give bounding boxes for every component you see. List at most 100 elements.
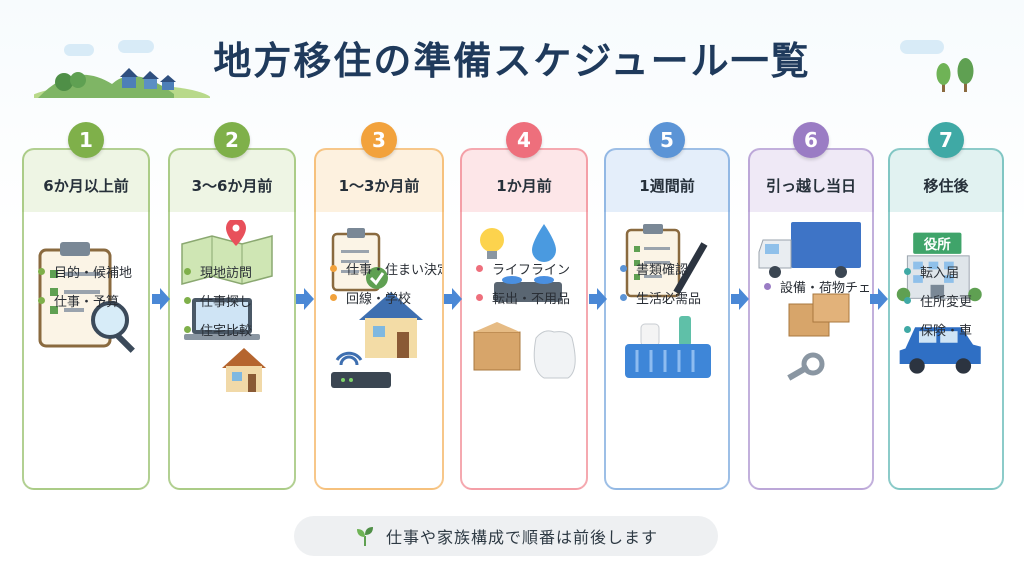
clipboard-house-router-icon — [331, 228, 423, 388]
truck-boxes-key-icon — [758, 222, 861, 381]
step-period: 1〜3か月前 — [338, 176, 420, 195]
step-illustration — [462, 220, 586, 395]
step-task-text: ライフライン — [492, 263, 571, 278]
step-task-text: 書類確認 — [636, 263, 689, 278]
bullet-dot-icon — [764, 283, 771, 290]
step-card: 1〜3か月前 仕事・住まい決定回線・学校 — [314, 148, 444, 490]
step-task-text: 住所変更 — [920, 295, 973, 310]
step-task-list: 仕事・住まい決定回線・学校 — [330, 254, 442, 312]
step-task-list: 転入届住所変更保険・車 — [904, 257, 994, 344]
step-period: 3〜6か月前 — [191, 176, 273, 195]
sprout-icon — [356, 527, 373, 546]
step-number-badge: 4 — [506, 122, 542, 158]
next-step-arrow-icon — [589, 288, 607, 310]
lifeline-icons — [473, 224, 576, 379]
step-card: 1か月前 ライフライン転出・不用品 — [460, 148, 588, 490]
step-number-badge: 1 — [68, 122, 104, 158]
next-step-arrow-icon — [870, 288, 888, 310]
next-step-arrow-icon — [444, 288, 462, 310]
trees-icon — [936, 58, 974, 92]
step-period: 1週間前 — [639, 176, 695, 195]
step-task-text: 目的・候補地 — [54, 266, 133, 281]
step-task: 仕事・予算 — [38, 286, 140, 315]
step-task: ライフライン — [476, 254, 578, 283]
bullet-dot-icon — [38, 297, 45, 304]
step-task-text: 仕事探し — [200, 295, 253, 310]
step-task-text: 設備・荷物チェック — [780, 281, 872, 296]
step-card: 1週間前 書類確認生活必需品 — [604, 148, 730, 490]
step-card: 移住後 役所 転入届住所変更保険・車 — [888, 148, 1004, 490]
step-task: 転出・不用品 — [476, 283, 578, 312]
step-task: 住所変更 — [904, 286, 994, 315]
bullet-dot-icon — [184, 297, 191, 304]
step-task-text: 生活必需品 — [636, 292, 702, 307]
bullet-dot-icon — [330, 294, 337, 301]
step-task: 回線・学校 — [330, 283, 434, 312]
bullet-dot-icon — [476, 294, 483, 301]
step-task-list: 設備・荷物チェック — [764, 272, 872, 301]
step-number-badge: 2 — [214, 122, 250, 158]
footer-note: 仕事や家族構成で順番は前後します — [294, 516, 718, 556]
step-task-text: 転入届 — [920, 266, 960, 281]
cloud-icon — [64, 44, 94, 56]
page-title: 地方移住の準備スケジュール一覧 — [213, 39, 811, 83]
bullet-dot-icon — [904, 326, 911, 333]
step-card: 6か月以上前 目的・候補地仕事・予算 — [22, 148, 150, 490]
bullet-dot-icon — [620, 265, 627, 272]
bullet-dot-icon — [620, 294, 627, 301]
footer-text: 仕事や家族構成で順番は前後します — [385, 528, 658, 547]
bullet-dot-icon — [904, 268, 911, 275]
step-period: 移住後 — [923, 176, 969, 195]
step-task: 住宅比較 — [184, 315, 286, 344]
step-task-text: 仕事・住まい決定 — [346, 263, 444, 278]
step-illustration — [750, 220, 872, 395]
bullet-dot-icon — [904, 297, 911, 304]
map-laptop-house-icon — [181, 220, 273, 392]
step-number-badge: 3 — [361, 122, 397, 158]
step-task-text: 仕事・予算 — [54, 295, 120, 310]
village-hills-icon — [34, 68, 210, 98]
step-task: 生活必需品 — [620, 283, 720, 312]
step-task-text: 転出・不用品 — [492, 292, 571, 307]
clipboard-basket-icon — [625, 224, 711, 378]
step-task: 目的・候補地 — [38, 257, 140, 286]
step-task-list: ライフライン転出・不用品 — [476, 254, 578, 312]
bullet-dot-icon — [476, 265, 483, 272]
step-task: 仕事・住まい決定 — [330, 254, 442, 283]
step-number-badge: 5 — [649, 122, 685, 158]
step-number-badge: 7 — [928, 122, 964, 158]
step-task-text: 回線・学校 — [346, 292, 412, 307]
step-illustration — [606, 220, 728, 395]
step-illustration — [170, 220, 294, 395]
cloud-icon — [900, 40, 944, 54]
step-number-badge: 6 — [793, 122, 829, 158]
step-task-list: 現地訪問仕事探し住宅比較 — [184, 257, 286, 344]
office-sign: 役所 — [924, 236, 951, 253]
step-task: 現地訪問 — [184, 257, 286, 286]
cloud-icon — [118, 40, 154, 53]
step-task: 設備・荷物チェック — [764, 272, 872, 301]
step-task-list: 書類確認生活必需品 — [620, 254, 720, 312]
step-task: 書類確認 — [620, 254, 720, 283]
bullet-dot-icon — [184, 268, 191, 275]
step-task-text: 住宅比較 — [200, 324, 253, 339]
step-period: 引っ越し当日 — [765, 176, 856, 195]
step-task-text: 現地訪問 — [200, 266, 253, 281]
next-step-arrow-icon — [731, 288, 749, 310]
next-step-arrow-icon — [296, 288, 314, 310]
step-card: 3〜6か月前 現地訪問仕事探し住宅比較 — [168, 148, 296, 490]
step-card: 引っ越し当日 設備・荷物チェック — [748, 148, 874, 490]
bullet-dot-icon — [184, 326, 191, 333]
bullet-dot-icon — [38, 268, 45, 275]
step-illustration: 役所 — [890, 220, 1002, 395]
step-period: 6か月以上前 — [43, 176, 129, 195]
step-period: 1か月前 — [496, 176, 552, 195]
next-step-arrow-icon — [152, 288, 170, 310]
step-illustration — [316, 220, 442, 395]
step-task: 転入届 — [904, 257, 994, 286]
step-task-text: 保険・車 — [920, 324, 973, 339]
step-task: 仕事探し — [184, 286, 286, 315]
step-task: 保険・車 — [904, 315, 994, 344]
step-task-list: 目的・候補地仕事・予算 — [38, 257, 140, 315]
